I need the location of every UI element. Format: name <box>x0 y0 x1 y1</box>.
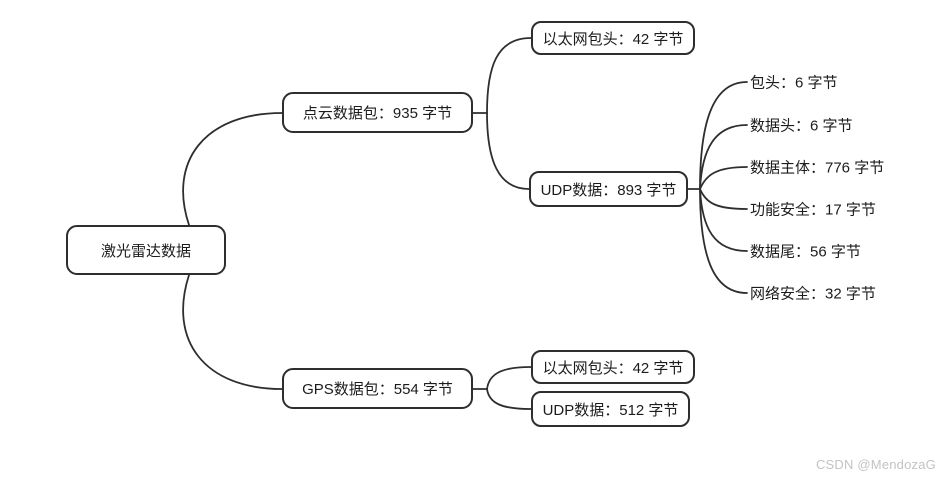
edge-udp893-leaf4 <box>699 188 748 210</box>
node-udp-data-gps-label: UDP数据：512 字节 <box>542 401 679 419</box>
node-udp-data-pointcloud[interactable]: UDP数据：893 字节 <box>529 171 688 207</box>
node-lidar-data-label: 激光雷达数据 <box>100 242 191 260</box>
node-data-tail[interactable]: 数据尾：56 字节 <box>750 243 861 261</box>
node-data-header[interactable]: 数据头：6 字节 <box>750 117 853 135</box>
edge-gps-ethernet <box>486 366 532 390</box>
node-pointcloud-packet[interactable]: 点云数据包：935 字节 <box>282 92 473 133</box>
csdn-watermark: CSDN @MendozaG <box>815 457 936 472</box>
node-ethernet-header-gps[interactable]: 以太网包头：42 字节 <box>531 350 695 384</box>
edge-gps-udp <box>486 388 532 410</box>
node-gps-packet[interactable]: GPS数据包：554 字节 <box>282 368 473 409</box>
node-data-body[interactable]: 数据主体：776 字节 <box>750 159 885 177</box>
node-network-security[interactable]: 网络安全：32 字节 <box>750 285 876 303</box>
node-pointcloud-packet-label: 点云数据包：935 字节 <box>302 105 453 122</box>
node-ethernet-header-pointcloud-label: 以太网包头：42 字节 <box>542 30 684 48</box>
node-lidar-data[interactable]: 激光雷达数据 <box>66 225 226 275</box>
edge-udp893-leaf1 <box>699 81 748 190</box>
node-packet-header[interactable]: 包头：6 字节 <box>750 74 838 92</box>
node-gps-packet-label: GPS数据包：554 字节 <box>302 381 453 398</box>
edge-pointcloud-ethernet <box>486 37 532 114</box>
node-ethernet-header-pointcloud[interactable]: 以太网包头：42 字节 <box>531 21 695 55</box>
node-udp-data-pointcloud-label: UDP数据：893 字节 <box>540 181 677 199</box>
edge-pointcloud-udp <box>486 112 530 190</box>
node-udp-data-gps[interactable]: UDP数据：512 字节 <box>531 391 690 427</box>
edge-root-gps <box>182 274 283 390</box>
edge-udp893-leaf3 <box>699 166 748 190</box>
node-ethernet-header-gps-label: 以太网包头：42 字节 <box>542 359 684 377</box>
node-functional-safety[interactable]: 功能安全：17 字节 <box>750 201 876 219</box>
edge-root-pointcloud <box>182 112 283 226</box>
edge-udp893-leaf2 <box>699 124 748 190</box>
edge-udp893-leaf6 <box>699 188 748 294</box>
